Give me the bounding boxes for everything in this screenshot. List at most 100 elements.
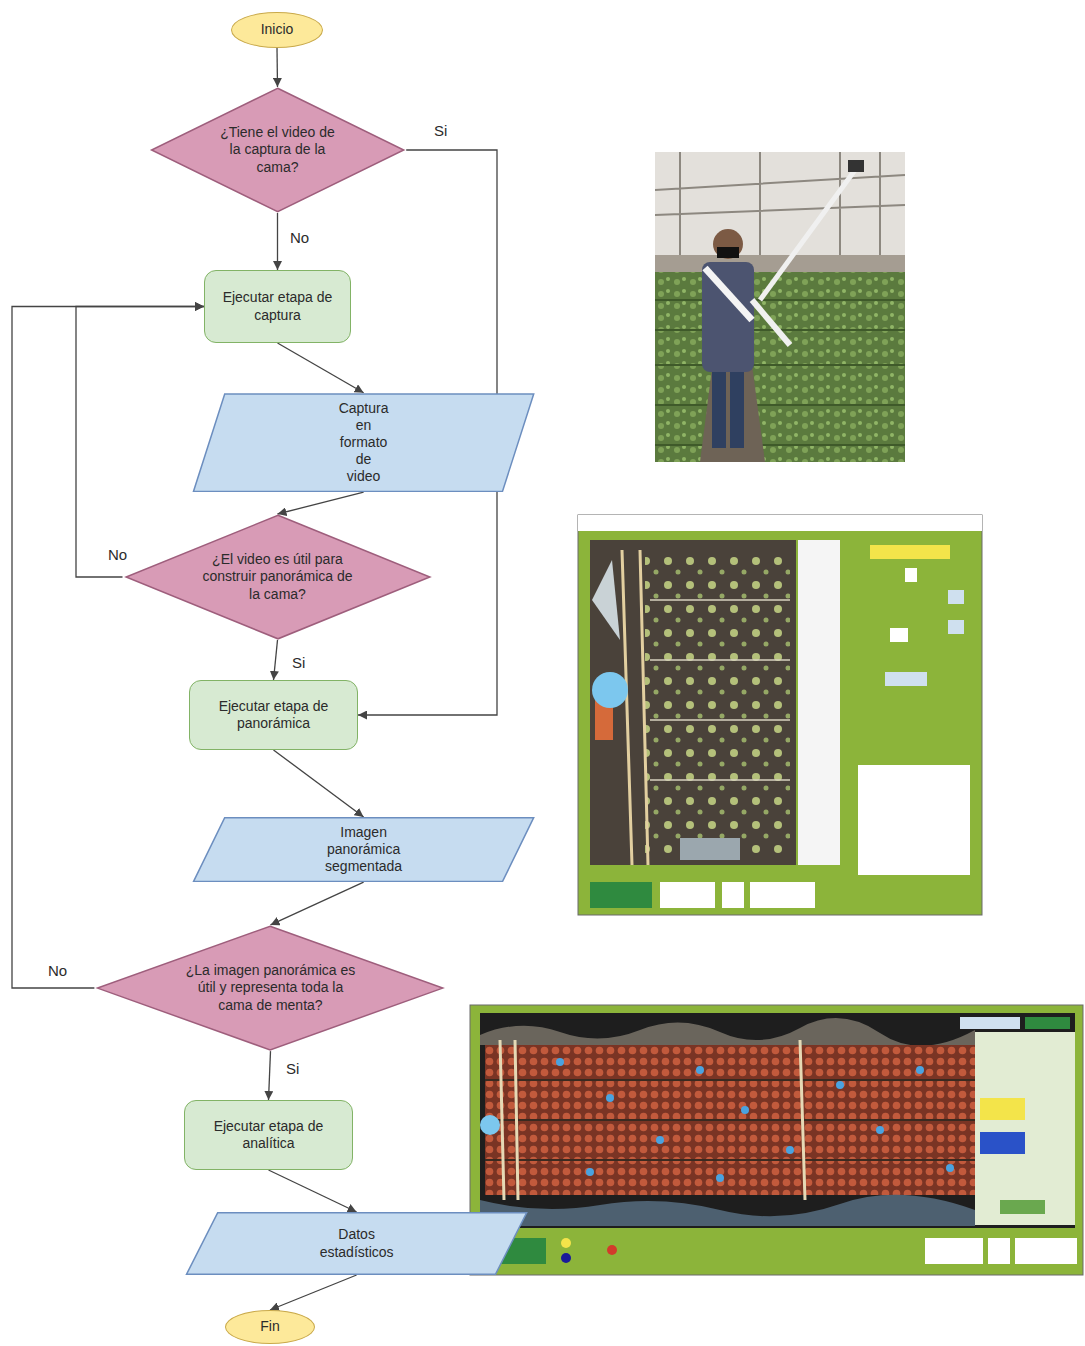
- node-text: Ejecutar etapa de panorámica: [200, 698, 347, 732]
- panorama-edge: [480, 1018, 975, 1046]
- camera-pole: [760, 170, 855, 300]
- person-torso: [702, 262, 754, 372]
- process-box: Ejecutar etapa de panorámica: [189, 680, 358, 750]
- node-text: Fin: [260, 1318, 279, 1335]
- flow-arrow: [269, 1170, 357, 1212]
- panorama-edge: [480, 1195, 975, 1226]
- flow-arrow: [76, 307, 204, 578]
- node-text: Ejecutar etapa de captura: [215, 289, 340, 323]
- node-text: Imagen panorámica segmentada: [325, 824, 402, 875]
- seedling-rows: [655, 272, 905, 462]
- node-text: Inicio: [261, 21, 294, 38]
- person-head: [713, 229, 743, 259]
- position-marker: [592, 672, 628, 708]
- data-parallelogram: Imagen panorámica segmentada: [190, 817, 537, 882]
- bed-lines: [650, 600, 790, 780]
- player-controls: [680, 838, 740, 860]
- small-button: [948, 590, 964, 604]
- shape-fill: [151, 88, 403, 212]
- edge-label: No: [288, 229, 311, 247]
- camera-pole-lower: [752, 300, 790, 345]
- greenhouse-roof: [655, 152, 905, 272]
- stats-button: [1000, 1200, 1045, 1214]
- window-frame: [470, 1005, 1083, 1275]
- logo: [660, 882, 715, 908]
- flow-arrow: [277, 213, 278, 270]
- edge-label: Si: [290, 654, 307, 672]
- decision-diamond: ¿Tiene el video de la captura de la cama…: [149, 87, 406, 213]
- flow-arrow: [271, 882, 364, 925]
- edge-label: Si: [432, 122, 449, 140]
- greenhouse-photo: [655, 152, 905, 462]
- camera-strap: [705, 268, 752, 320]
- edge-label: No: [46, 962, 69, 980]
- decision-diamond: ¿El video es útil para construir panorám…: [123, 514, 433, 640]
- node-text: ¿El video es útil para construir panorám…: [201, 551, 354, 602]
- shape-fill: [193, 818, 533, 882]
- node-text: Captura en formato de video: [339, 400, 389, 485]
- wood-stakes: [622, 550, 648, 865]
- window-frame: [578, 515, 982, 915]
- toolbar: [960, 1017, 1020, 1029]
- node-text: ¿Tiene el video de la captura de la cama…: [214, 124, 341, 175]
- greenhouse-frame: [655, 152, 905, 272]
- legend-dot: [561, 1238, 571, 1248]
- flow-arrow: [12, 307, 204, 989]
- shape-fill: [98, 926, 443, 1050]
- terminal-oval: Fin: [225, 1310, 315, 1344]
- row-lines: [655, 300, 905, 445]
- shape-fill: [193, 394, 533, 491]
- shape-fill: [186, 1213, 526, 1275]
- load-button: [870, 545, 950, 559]
- logo: [1015, 1238, 1077, 1264]
- run-button: [885, 672, 927, 686]
- flow-arrow: [276, 48, 278, 87]
- input-field: [890, 628, 908, 642]
- logo: [925, 1238, 983, 1264]
- decision-diamond: ¿La imagen panorámica es útil y represen…: [94, 925, 446, 1051]
- node-text: Datos estadísticos: [320, 1226, 394, 1260]
- seedlings: [645, 552, 790, 857]
- logo: [988, 1238, 1010, 1264]
- stats-field: [980, 1132, 1025, 1154]
- shape-fill: [126, 515, 430, 639]
- log-panel: [858, 765, 970, 875]
- analytics-screenshot: [470, 1005, 1083, 1275]
- logo: [750, 882, 815, 908]
- flow-arrow: [278, 492, 364, 514]
- panorama-screenshot: [578, 515, 982, 915]
- camera: [848, 160, 864, 172]
- legend-dot: [561, 1253, 571, 1263]
- flow-arrow: [269, 1051, 271, 1100]
- terminal-oval: Inicio: [231, 12, 323, 48]
- panorama-strip: [798, 540, 840, 865]
- face-mask: [717, 247, 739, 258]
- flow-arrow: [270, 1275, 357, 1310]
- legend-dot: [607, 1245, 617, 1255]
- small-button: [948, 620, 964, 634]
- person-leg: [730, 368, 744, 448]
- data-parallelogram: Captura en formato de video: [190, 393, 537, 492]
- logo-button: [590, 882, 652, 908]
- flow-arrow: [274, 750, 364, 817]
- stats-panel: [975, 1032, 1075, 1225]
- process-box: Ejecutar etapa de analítica: [184, 1100, 353, 1170]
- photo-ground: [655, 152, 905, 462]
- edge-label: Si: [284, 1060, 301, 1078]
- edge-label: No: [106, 546, 129, 564]
- detected-plants: [556, 1058, 954, 1182]
- window-titlebar: [578, 515, 982, 531]
- person-leg: [712, 368, 726, 448]
- logo: [722, 882, 744, 908]
- input-field: [905, 568, 917, 582]
- stats-field: [980, 1098, 1025, 1120]
- flow-arrow: [278, 343, 364, 393]
- stakes: [500, 1040, 805, 1200]
- panorama-view: [480, 1013, 1075, 1228]
- seedling-trays: [485, 1045, 975, 1195]
- process-box: Ejecutar etapa de captura: [204, 270, 351, 343]
- aisle-edge: [592, 560, 620, 640]
